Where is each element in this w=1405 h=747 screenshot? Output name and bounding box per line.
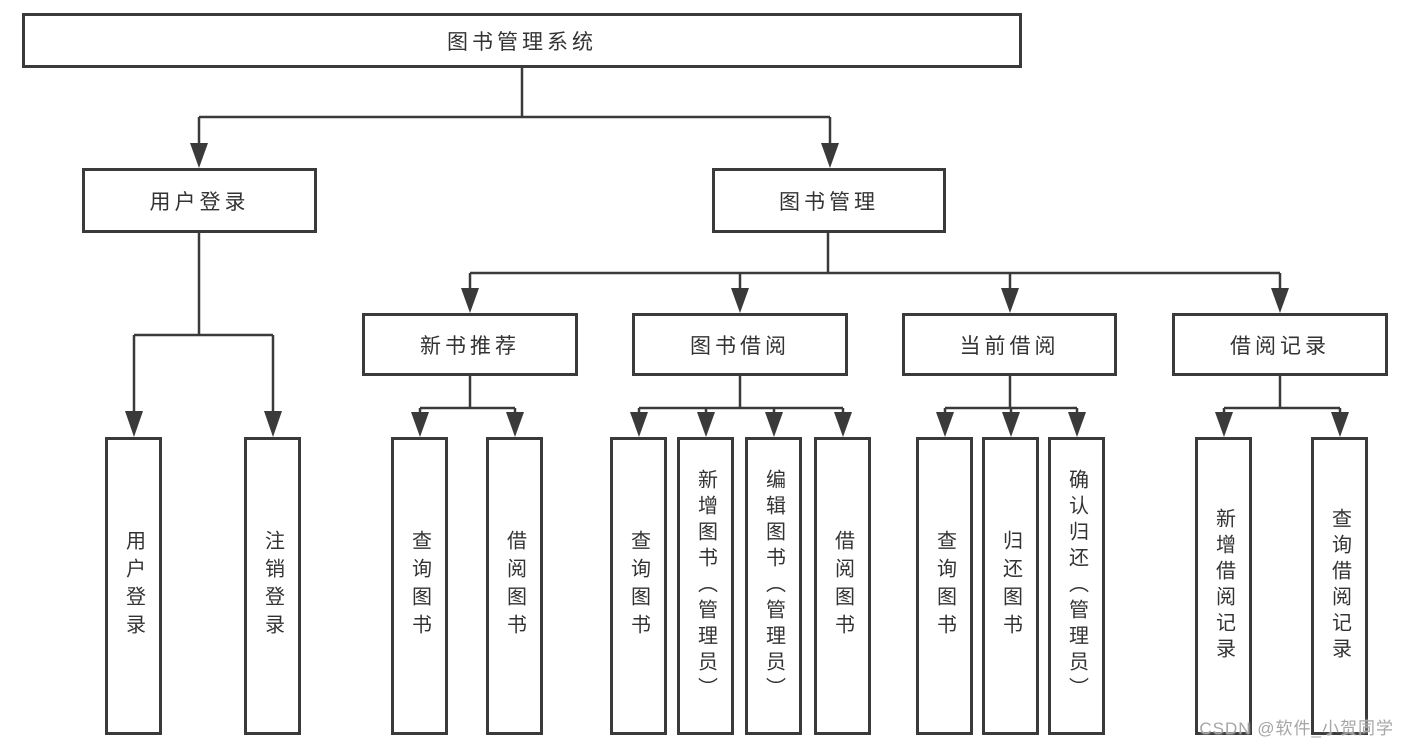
node-book-management: 图书管理 bbox=[712, 168, 946, 233]
leaf-logout: 注销登录 bbox=[244, 437, 301, 735]
leaf-logout-label: 注销登录 bbox=[261, 530, 284, 642]
leaf-user-login-label: 用户登录 bbox=[122, 530, 145, 642]
leaf-query-borrow-record: 查询借阅记录 bbox=[1311, 437, 1368, 735]
leaf-add-book-admin: 新增图书（管理员） bbox=[677, 437, 734, 735]
node-new-book-recommend-label: 新书推荐 bbox=[420, 334, 520, 358]
node-book-borrowing-label: 图书借阅 bbox=[690, 334, 790, 358]
node-borrow-records-label: 借阅记录 bbox=[1230, 334, 1330, 358]
node-library-system-label: 图书管理系统 bbox=[447, 30, 597, 54]
leaf-edit-book-admin-label: 编辑图书（管理员） bbox=[762, 469, 785, 703]
leaf-query-books-borrowing-label: 查询图书 bbox=[627, 530, 650, 642]
leaf-return-books-label: 归还图书 bbox=[999, 530, 1022, 642]
leaf-query-books-recommend-label: 查询图书 bbox=[408, 530, 431, 642]
leaf-confirm-return-admin: 确认归还（管理员） bbox=[1048, 437, 1105, 735]
node-library-system: 图书管理系统 bbox=[22, 13, 1022, 68]
csdn-watermark: CSDN @软件_小贺同学 bbox=[1199, 719, 1394, 738]
leaf-edit-book-admin: 编辑图书（管理员） bbox=[745, 437, 802, 735]
node-borrow-records: 借阅记录 bbox=[1172, 313, 1388, 376]
node-book-management-label: 图书管理 bbox=[779, 190, 879, 214]
node-current-borrowing: 当前借阅 bbox=[902, 313, 1117, 376]
leaf-borrow-books: 借阅图书 bbox=[814, 437, 871, 735]
leaf-confirm-return-admin-label: 确认归还（管理员） bbox=[1065, 469, 1088, 703]
leaf-add-borrow-record-label: 新增借阅记录 bbox=[1212, 508, 1235, 664]
leaf-query-books-current: 查询图书 bbox=[916, 437, 973, 735]
leaf-borrow-books-recommend: 借阅图书 bbox=[486, 437, 543, 735]
leaf-add-borrow-record: 新增借阅记录 bbox=[1195, 437, 1252, 735]
leaf-query-borrow-record-label: 查询借阅记录 bbox=[1328, 508, 1351, 664]
node-current-borrowing-label: 当前借阅 bbox=[959, 334, 1060, 358]
leaf-query-books-recommend: 查询图书 bbox=[391, 437, 448, 735]
leaf-borrow-books-label: 借阅图书 bbox=[831, 530, 854, 642]
leaf-query-books-current-label: 查询图书 bbox=[933, 530, 956, 642]
node-user-login: 用户登录 bbox=[82, 168, 317, 233]
node-book-borrowing: 图书借阅 bbox=[632, 313, 848, 376]
leaf-query-books-borrowing: 查询图书 bbox=[610, 437, 667, 735]
leaf-user-login: 用户登录 bbox=[105, 437, 162, 735]
leaf-add-book-admin-label: 新增图书（管理员） bbox=[694, 469, 717, 703]
leaf-return-books: 归还图书 bbox=[982, 437, 1039, 735]
node-user-login-label: 用户登录 bbox=[149, 190, 250, 214]
leaf-borrow-books-recommend-label: 借阅图书 bbox=[503, 530, 526, 642]
node-new-book-recommend: 新书推荐 bbox=[362, 313, 578, 376]
